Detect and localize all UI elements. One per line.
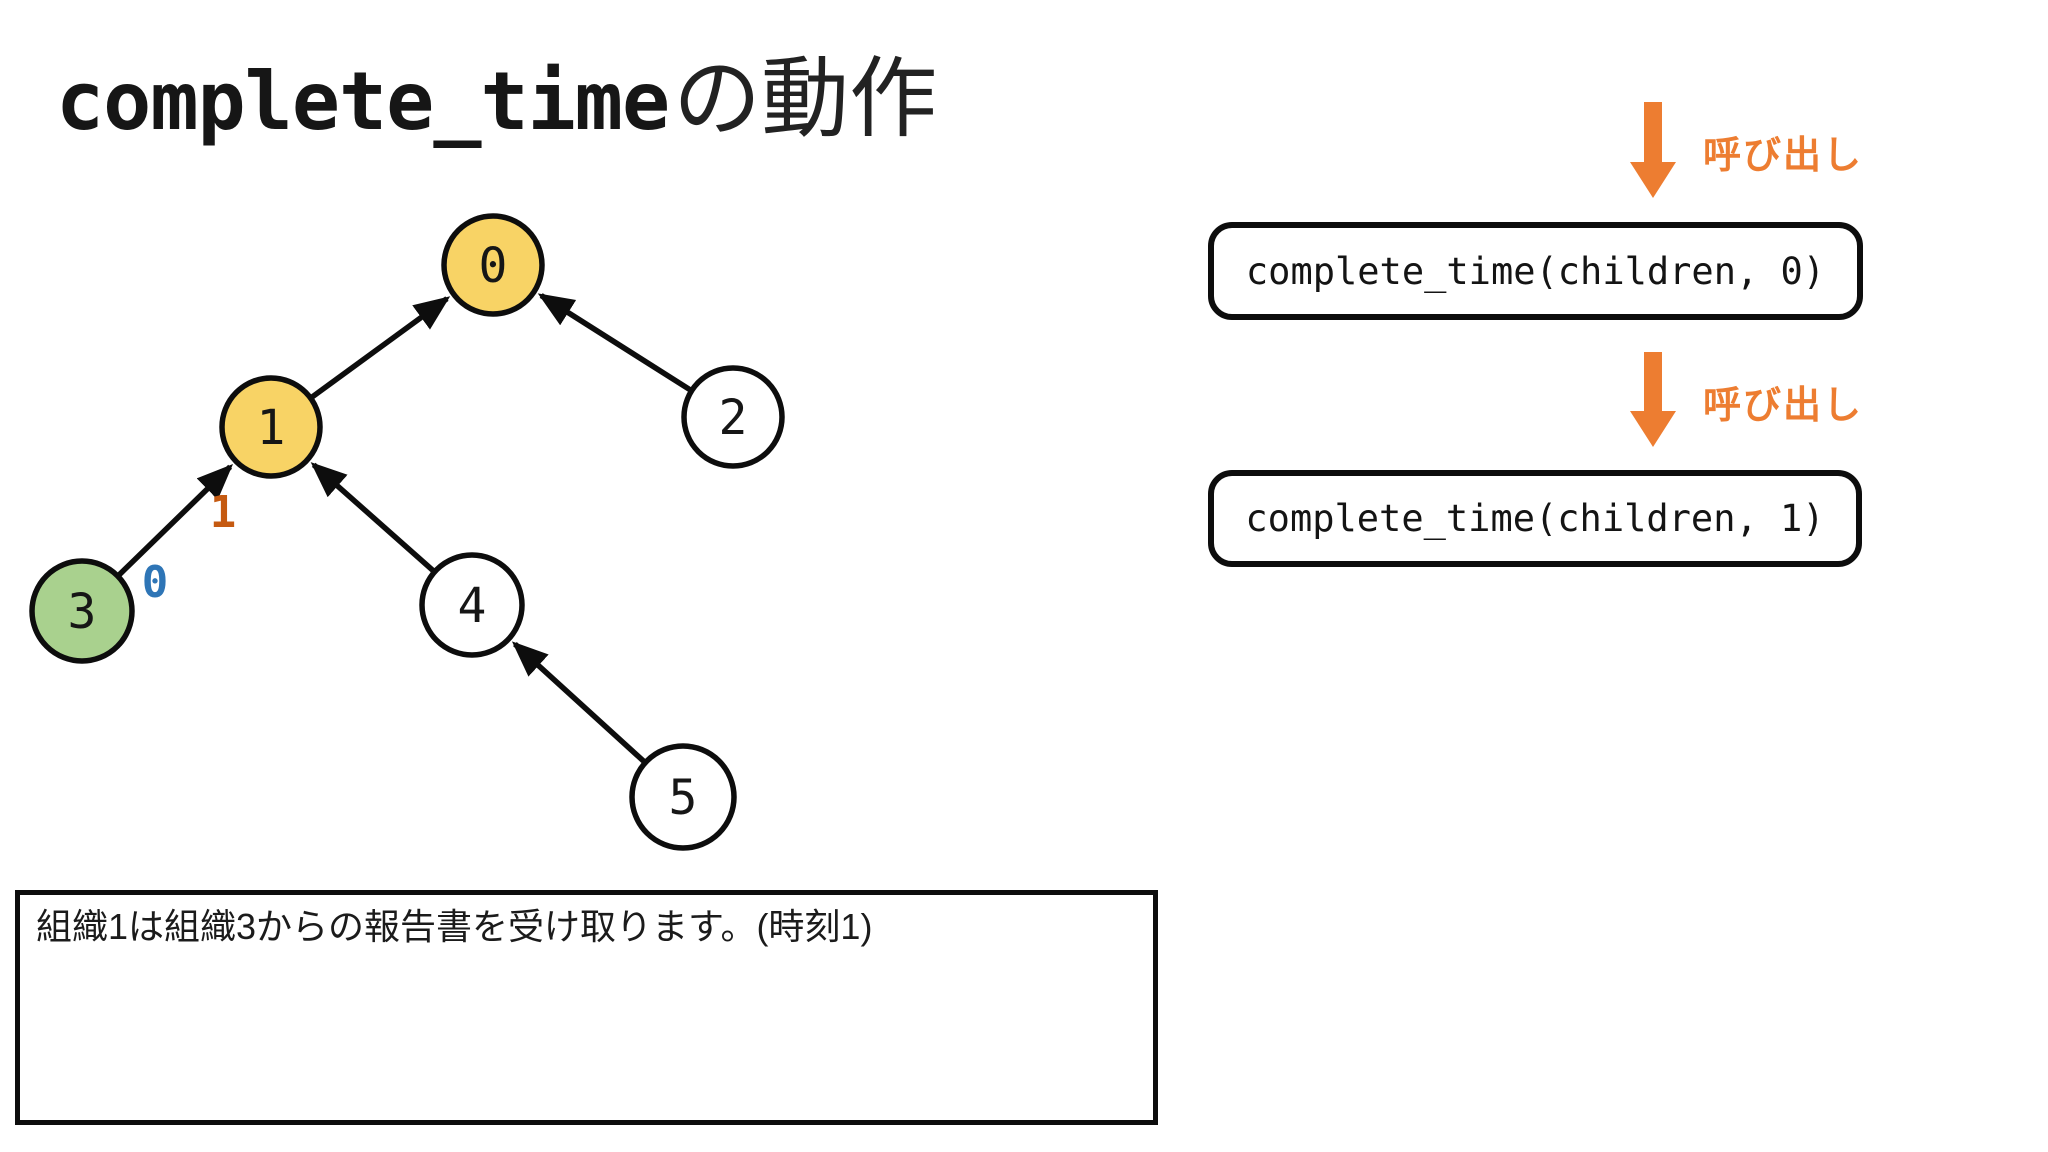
tree-edge-4-1	[310, 462, 435, 573]
call-arrow-icon-2	[1630, 352, 1676, 447]
tree-node-label-5: 5	[669, 770, 698, 826]
tree-node-label-4: 4	[458, 578, 487, 634]
call-label-2: 呼び出し	[1703, 385, 1864, 427]
edge-weight-label-0: 1	[210, 487, 237, 538]
call-arrow-shaft	[1644, 352, 1662, 411]
tree-edge-1-0	[310, 296, 451, 400]
tree-node-3	[29, 558, 135, 664]
call-arrow-head	[1630, 162, 1676, 198]
code-text-2: complete_time(children, 1)	[1245, 497, 1825, 540]
code-text-1: complete_time(children, 0)	[1245, 249, 1826, 293]
tree-node-4	[419, 552, 525, 658]
tree-edge-5-4	[511, 641, 646, 764]
edge-weight-label-1: 0	[142, 557, 169, 608]
caption-box: 組織1は組織3からの報告書を受け取ります。(時刻1)	[15, 890, 1158, 1125]
page-title-code: complete_time	[56, 55, 670, 148]
code-box-1: complete_time(children, 0)	[1208, 222, 1863, 320]
tree-edge-2-0	[537, 293, 692, 393]
tree-node-1	[219, 375, 323, 479]
tree-node-0	[441, 213, 545, 317]
tree-node-label-3: 3	[68, 584, 97, 640]
tree-edges	[117, 293, 692, 764]
call-arrow-icon-1	[1630, 102, 1676, 198]
tree-node-2	[681, 365, 785, 469]
code-box-2: complete_time(children, 1)	[1208, 470, 1862, 567]
call-arrow-shaft	[1644, 102, 1662, 162]
tree-edge-labels: 10	[142, 487, 237, 608]
tree-node-label-2: 2	[719, 390, 748, 446]
caption-text: 組織1は組織3からの報告書を受け取ります。(時刻1)	[36, 906, 873, 947]
tree-edge-3-1	[117, 463, 234, 577]
tree-node-label-0: 0	[479, 238, 508, 294]
tree-node-label-1: 1	[257, 400, 286, 456]
tree-node-5	[629, 743, 737, 851]
call-arrow-head	[1630, 411, 1676, 447]
page-title-suffix: の動作	[673, 49, 938, 148]
call-label-1: 呼び出し	[1703, 135, 1864, 177]
